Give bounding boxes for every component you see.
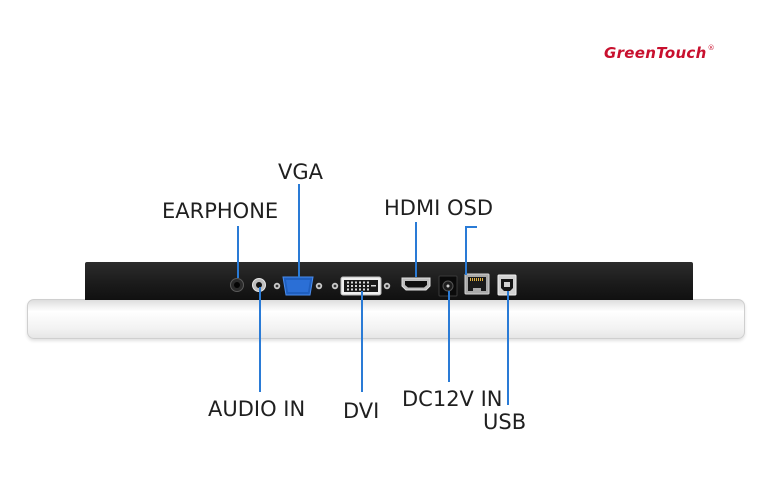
vga-callout-line: [298, 184, 300, 278]
brand-name: GreenTouch: [604, 44, 707, 62]
dc12v-label: DC12V IN: [402, 387, 503, 411]
audio-in-label: AUDIO IN: [208, 397, 306, 421]
earphone-label: EARPHONE: [162, 199, 279, 223]
hdmi-callout-line: [415, 222, 417, 277]
dc12v-callout-line: [448, 291, 450, 382]
rear-io-panel: [85, 262, 693, 300]
earphone-callout-line: [237, 226, 239, 278]
dc-jack-icon: [438, 275, 458, 297]
osd-callout-line-vertical: [465, 226, 467, 275]
dvi-label: DVI: [343, 399, 380, 423]
vga-label: VGA: [278, 160, 324, 184]
dvi-port-icon: [331, 276, 391, 296]
usb-label: USB: [483, 410, 527, 434]
audio-in-callout-line: [259, 287, 261, 392]
osd-label: OSD: [447, 196, 494, 220]
earphone-jack-icon: [230, 278, 244, 292]
vga-port-icon: [273, 276, 323, 296]
dvi-callout-line: [361, 291, 363, 392]
hdmi-port-icon: [401, 277, 431, 291]
hdmi-label: HDMI: [384, 196, 441, 220]
monitor-bezel: [27, 299, 745, 339]
osd-port-icon: [464, 273, 490, 295]
registered-mark: ®: [707, 44, 715, 52]
brand-logo: GreenTouch®: [604, 44, 715, 62]
usb-callout-line: [507, 291, 509, 405]
osd-callout-line-horizontal: [465, 226, 477, 228]
